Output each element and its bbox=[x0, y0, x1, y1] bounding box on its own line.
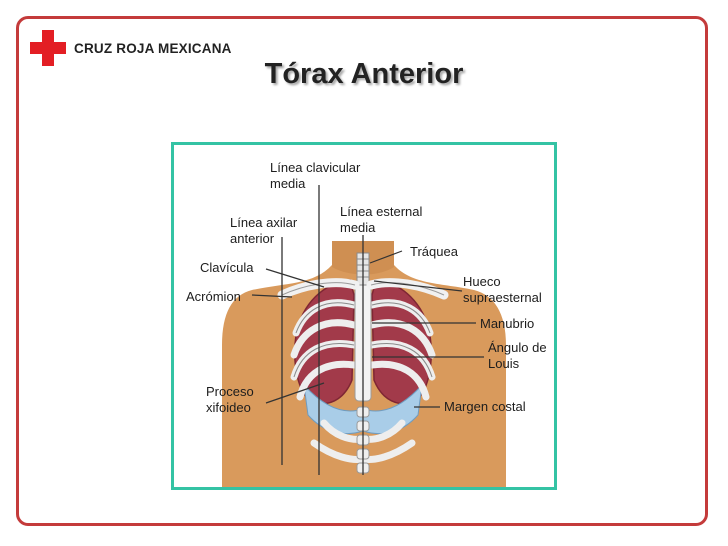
label-costal-margin: Margen costal bbox=[444, 399, 526, 414]
brand-name: CRUZ ROJA MEXICANA bbox=[74, 40, 232, 56]
label-suprasternal-notch-2: supraesternal bbox=[463, 290, 542, 305]
label-trachea: Tráquea bbox=[410, 244, 459, 259]
label-axillary-line-2: anterior bbox=[230, 231, 275, 246]
label-xiphoid-process-2: xifoideo bbox=[206, 400, 251, 415]
label-midclavicular-line: Línea clavicular bbox=[270, 160, 361, 175]
slide-title: Tórax Anterior bbox=[264, 58, 464, 90]
label-midclavicular-line-2: media bbox=[270, 176, 306, 191]
label-manubrium: Manubrio bbox=[480, 316, 534, 331]
label-axillary-line: Línea axilar bbox=[230, 215, 298, 230]
label-clavicle: Clavícula bbox=[200, 260, 254, 275]
label-angle-of-louis-2: Louis bbox=[488, 356, 520, 371]
label-suprasternal-notch: Hueco bbox=[463, 274, 501, 289]
label-midsternal-line-2: media bbox=[340, 220, 376, 235]
red-cross-icon bbox=[30, 30, 66, 66]
label-midsternal-line: Línea esternal bbox=[340, 204, 423, 219]
label-xiphoid-process: Proceso bbox=[206, 384, 254, 399]
label-acromion: Acrómion bbox=[186, 289, 241, 304]
label-angle-of-louis: Ángulo de bbox=[488, 340, 547, 355]
red-cross-logo: CRUZ ROJA MEXICANA bbox=[30, 30, 232, 66]
